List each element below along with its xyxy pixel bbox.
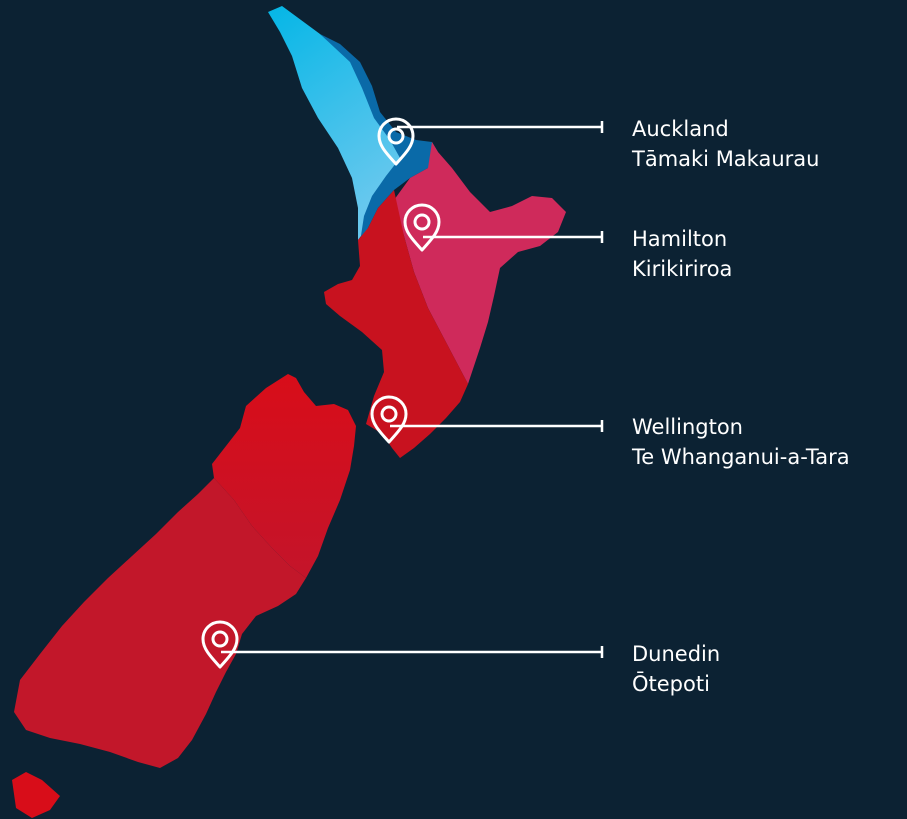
location-name: Hamilton	[632, 227, 728, 251]
region-south-island-north	[212, 374, 356, 578]
location-name: Wellington	[632, 415, 743, 439]
wellington-leader-line	[390, 420, 604, 432]
north-island	[268, 6, 566, 458]
location-label-wellington[interactable]: Wellington Te Whanganui-a-Tara	[632, 412, 850, 472]
hamilton-leader-line	[423, 231, 604, 243]
map-pin-icon[interactable]	[201, 620, 239, 669]
region-waikato-bop	[394, 142, 566, 384]
location-maori-name: Tāmaki Makaurau	[632, 147, 820, 171]
pins	[201, 117, 441, 669]
region-central-wellington	[324, 190, 468, 458]
location-maori-name: Ōtepoti	[632, 672, 710, 696]
south-island	[12, 374, 356, 818]
location-maori-name: Kirikiriroa	[632, 257, 733, 281]
location-label-hamilton[interactable]: Hamilton Kirikiriroa	[632, 224, 732, 284]
location-name: Dunedin	[632, 642, 721, 666]
region-northland-light	[268, 6, 402, 240]
dunedin-leader-line	[221, 646, 604, 658]
location-name: Auckland	[632, 117, 729, 141]
region-northland-dark	[320, 34, 438, 242]
region-south-island-south	[14, 478, 306, 768]
map-pin-icon[interactable]	[403, 203, 441, 252]
map-pin-icon[interactable]	[370, 395, 408, 444]
location-maori-name: Te Whanganui-a-Tara	[632, 445, 850, 469]
stewart-island	[12, 772, 60, 818]
map-pin-icon[interactable]	[377, 117, 415, 166]
auckland-leader-line	[397, 121, 604, 133]
location-label-auckland[interactable]: Auckland Tāmaki Makaurau	[632, 114, 819, 174]
leader-lines	[221, 121, 604, 658]
location-label-dunedin[interactable]: Dunedin Ōtepoti	[632, 639, 720, 699]
